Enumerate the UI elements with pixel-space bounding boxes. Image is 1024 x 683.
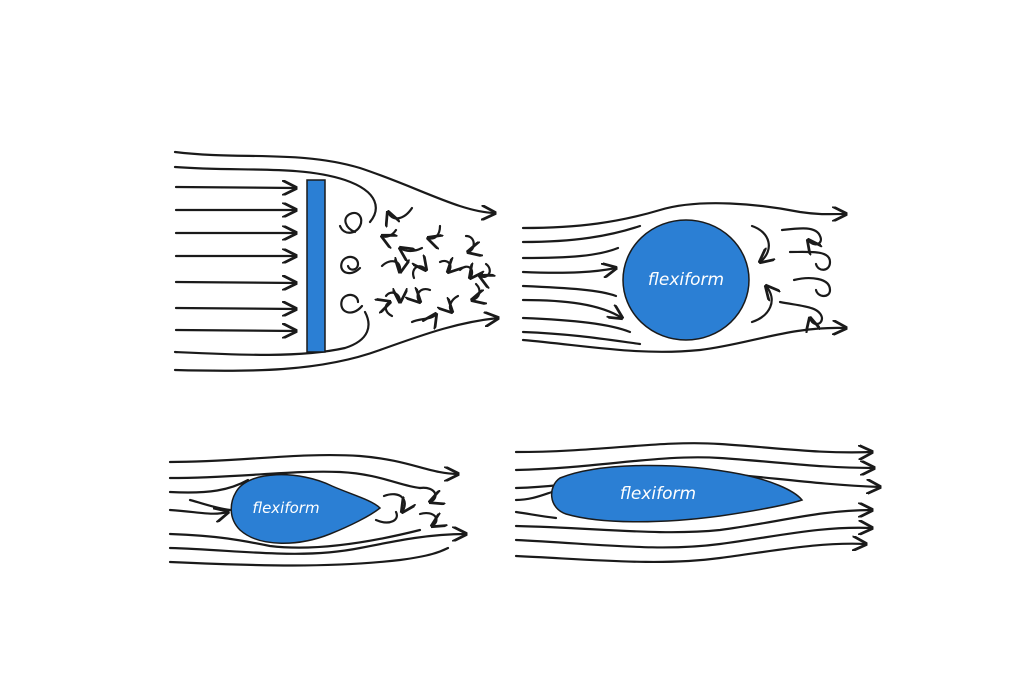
streamline	[168, 453, 458, 474]
vortex-arrow	[382, 228, 396, 237]
vortex-arrow	[438, 261, 450, 272]
vortex-arrow	[458, 267, 472, 278]
streamline	[168, 546, 450, 567]
vortex-arrow	[418, 289, 432, 302]
streamline	[168, 534, 466, 555]
vortex-arrow	[418, 486, 435, 502]
vortex-arrow	[450, 294, 460, 312]
streamline	[514, 510, 872, 534]
vortex-arrow	[382, 493, 405, 512]
vortex-arrow	[384, 293, 400, 302]
vortex-arrow	[480, 262, 490, 277]
panel-teardrop: flexiform	[168, 453, 466, 567]
streamline	[521, 202, 846, 230]
streamline	[168, 510, 228, 514]
vortex-arrow	[466, 234, 474, 252]
streamline	[514, 544, 866, 564]
teardrop-label: flexiform	[252, 499, 319, 517]
streamline	[521, 246, 620, 260]
vortex	[788, 250, 832, 271]
streamline	[173, 150, 495, 213]
vortex	[792, 277, 832, 298]
vortex-arrow	[388, 206, 414, 218]
streamline	[188, 498, 232, 512]
streamline	[173, 165, 377, 224]
streamline	[514, 490, 554, 502]
streamline	[521, 268, 616, 273]
vortex-arrow	[380, 261, 400, 272]
vortex	[750, 286, 772, 324]
vortex-arrow	[428, 224, 440, 239]
vortex-arrow	[418, 512, 436, 526]
streamlined-body	[551, 464, 804, 523]
vortex-arrow	[472, 282, 479, 300]
streamline	[514, 510, 558, 520]
vortex-arrow	[780, 227, 821, 244]
vortex	[340, 293, 364, 314]
streamline	[521, 284, 618, 298]
vortex	[338, 211, 363, 234]
streamline	[168, 528, 422, 549]
vortex-arrow	[778, 300, 824, 324]
streamline	[514, 528, 872, 549]
streamline	[514, 442, 872, 452]
panel-streamlined: flexiform	[514, 442, 880, 564]
streamline	[521, 330, 642, 346]
streamline	[521, 224, 642, 244]
vortex-arrow	[410, 314, 436, 322]
vortex	[340, 255, 362, 275]
streamline	[521, 328, 846, 353]
streamline	[168, 478, 250, 494]
circle-body	[622, 219, 750, 341]
vortex-arrow	[400, 248, 424, 251]
streamline	[174, 282, 296, 283]
teardrop-body	[230, 473, 382, 544]
streamline	[514, 456, 874, 470]
vortex	[750, 224, 769, 262]
streamlined-label: flexiform	[620, 484, 696, 504]
panel-circle: flexiform	[521, 202, 846, 353]
streamline	[168, 470, 422, 490]
flat-plate-body	[306, 179, 326, 353]
vortex-arrow	[413, 266, 426, 280]
vortex	[374, 510, 398, 524]
streamline	[521, 298, 622, 318]
streamline	[173, 310, 370, 356]
streamline	[174, 330, 296, 331]
circle-label: flexiform	[648, 270, 724, 290]
streamline	[174, 187, 296, 188]
vortex-arrow	[386, 302, 392, 318]
streamline	[173, 318, 498, 372]
streamline	[174, 308, 296, 309]
panel-flat-plate	[173, 150, 498, 372]
streamline	[521, 316, 632, 334]
